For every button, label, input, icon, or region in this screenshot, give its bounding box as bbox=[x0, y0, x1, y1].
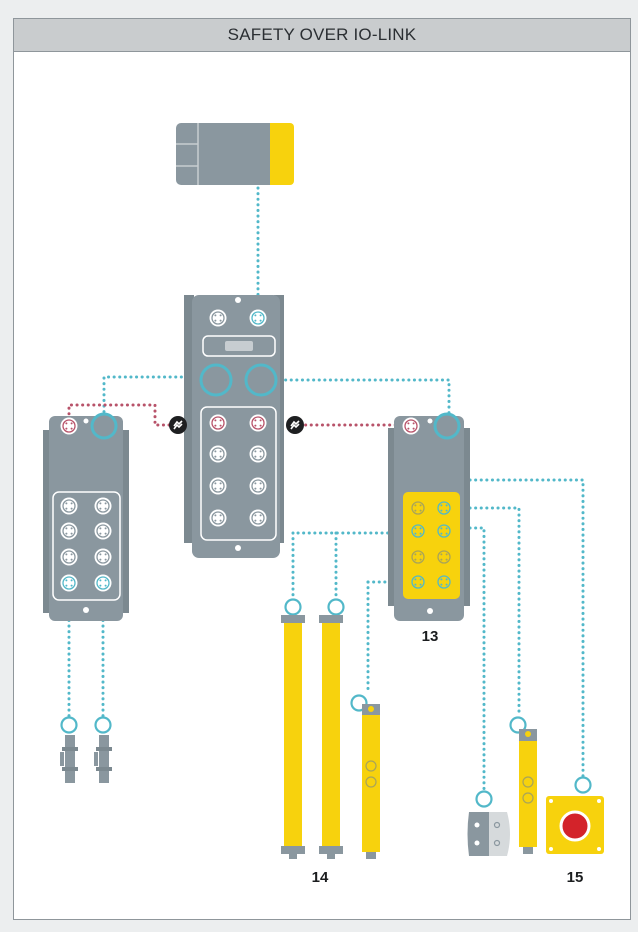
io-link-connections bbox=[67, 186, 585, 795]
emergency-stop-label: 15 bbox=[567, 869, 584, 886]
safety-switch bbox=[509, 716, 537, 854]
light-curtain bbox=[319, 598, 345, 859]
safety-io-module bbox=[388, 412, 470, 621]
safety-link-symbol-icon bbox=[285, 415, 305, 435]
io-hub-left bbox=[43, 412, 129, 621]
door-interlock bbox=[467, 790, 510, 856]
module-label: 13 bbox=[422, 628, 439, 645]
controller bbox=[176, 123, 294, 185]
safety-link-symbol-icon bbox=[168, 415, 188, 435]
safety-switch bbox=[350, 694, 380, 859]
light-curtain-label: 14 bbox=[312, 869, 329, 886]
sensor-connector bbox=[94, 716, 112, 783]
light-curtain bbox=[281, 598, 305, 859]
sensor-connector bbox=[60, 716, 78, 783]
io-link-master-hub bbox=[184, 295, 284, 558]
page-title: SAFETY OVER IO-LINK bbox=[13, 18, 631, 52]
emergency-stop-button bbox=[546, 776, 604, 854]
